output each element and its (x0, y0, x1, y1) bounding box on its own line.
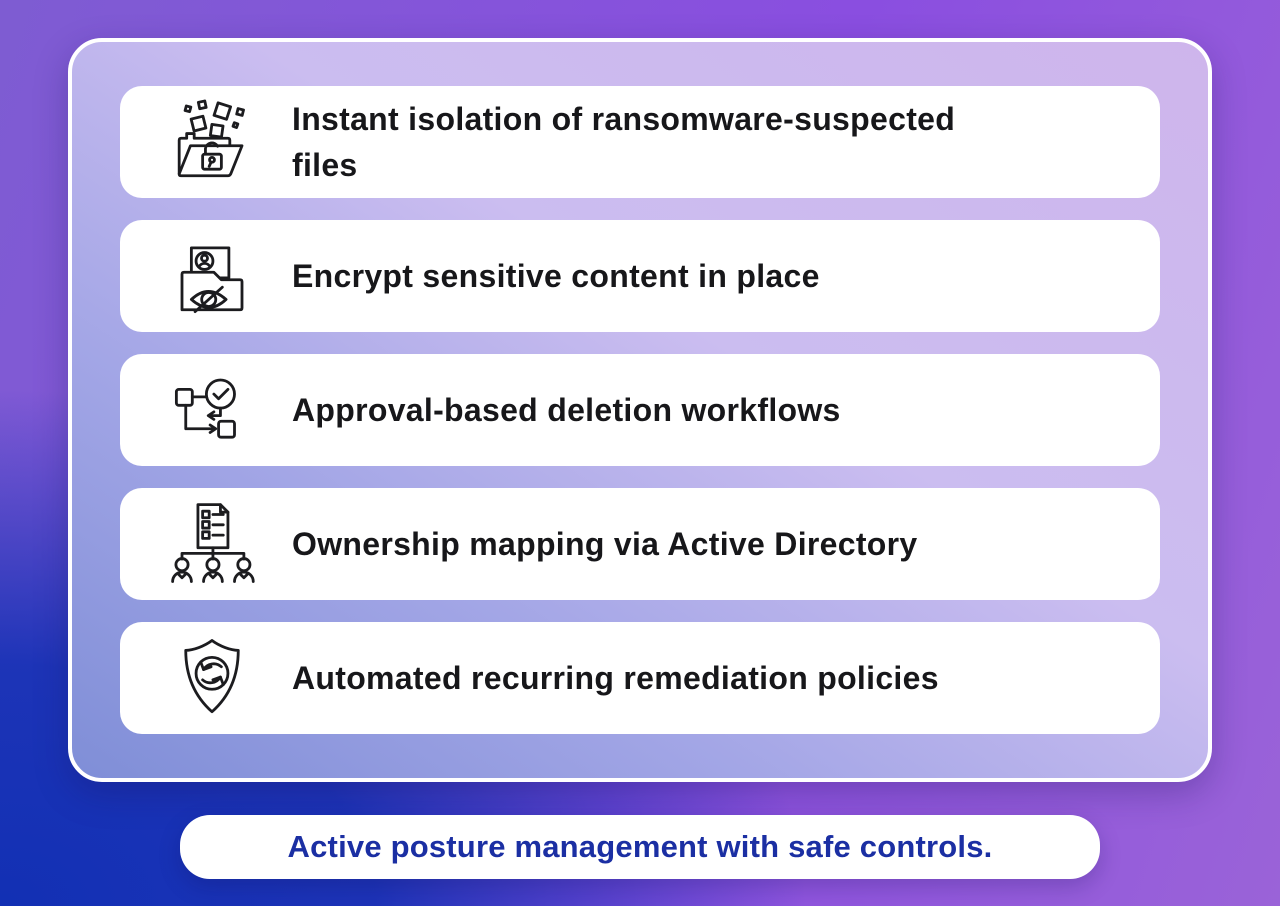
footer-tagline-pill: Active posture management with safe cont… (180, 815, 1100, 879)
quarantine-folder-icon (164, 94, 260, 190)
ownership-mapping-icon (164, 496, 260, 592)
remediation-shield-icon (164, 630, 260, 726)
feature-card-encrypt: Encrypt sensitive content in place (120, 220, 1160, 332)
feature-card-quarantine: Instant isolation of ransomware-suspecte… (120, 86, 1160, 198)
feature-panel: Instant isolation of ransomware-suspecte… (68, 38, 1212, 782)
card-label: Approval-based deletion workflows (292, 391, 841, 428)
feature-card-approval: Approval-based deletion workflows (120, 354, 1160, 466)
approval-workflow-icon (164, 362, 260, 458)
feature-card-remediation: Automated recurring remediation policies (120, 622, 1160, 734)
card-label: Instant isolation of ransomware-suspecte… (292, 100, 956, 183)
feature-card-ownership: Ownership mapping via Active Directory (120, 488, 1160, 600)
card-label: Automated recurring remediation policies (292, 659, 939, 696)
card-label: Ownership mapping via Active Directory (292, 525, 918, 562)
encrypt-in-place-icon (164, 228, 260, 324)
footer-tagline: Active posture management with safe cont… (287, 829, 993, 864)
card-label: Encrypt sensitive content in place (292, 257, 820, 294)
